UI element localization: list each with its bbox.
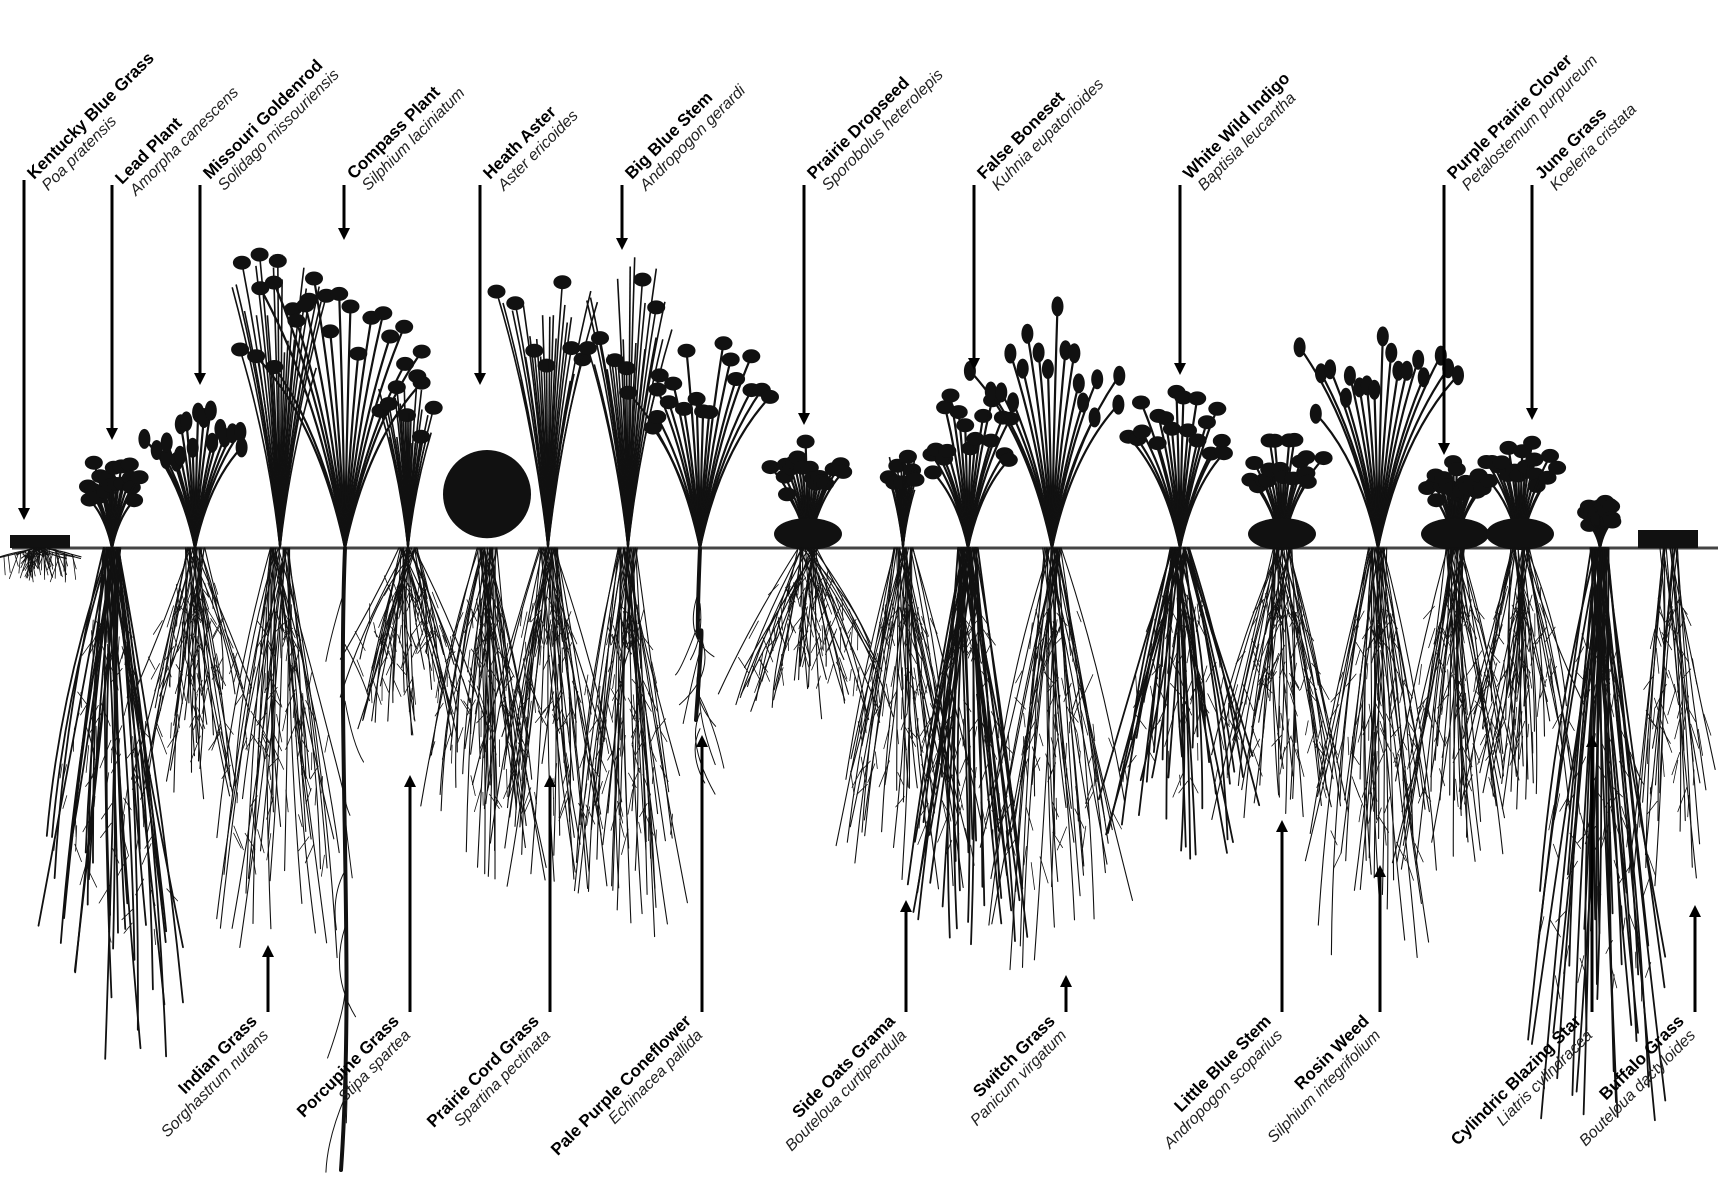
arrow-prairie-dropseed	[798, 185, 810, 425]
label-pale-purple-coneflower: Pale Purple ConeflowerEchinacea pallida	[547, 1011, 708, 1172]
plant-11	[718, 435, 893, 720]
arrow-purple-prairie-clover	[1438, 185, 1450, 455]
plant-roots	[1460, 548, 1585, 811]
label-big-blue-stem: Big Blue StemAndropogon gerardi	[621, 68, 749, 196]
plant-foliage	[1477, 436, 1566, 550]
plant-6	[340, 369, 486, 739]
plant-foliage	[231, 248, 335, 548]
label-heath-aster: Heath AsterAster ericoides	[479, 93, 581, 195]
plant-roots	[1099, 548, 1259, 859]
plant-roots	[676, 548, 724, 794]
plant-foliage	[10, 535, 70, 548]
plant-foliage	[443, 450, 531, 538]
plant-common-name: White Wild Indigo	[1179, 69, 1293, 183]
arrow-little-blue-stem	[1276, 820, 1288, 1012]
arrow-switch-grass	[1060, 975, 1072, 1012]
plant-roots	[0, 548, 81, 582]
plant-foliage	[762, 435, 853, 550]
arrow-missouri-goldenrod	[194, 185, 206, 385]
plant-roots	[980, 548, 1132, 970]
arrow-big-blue-stem	[616, 185, 628, 250]
plant-foliage	[79, 456, 149, 548]
plant-21	[1629, 530, 1715, 888]
arrow-prairie-cord-grass	[544, 775, 556, 1012]
plant-1	[0, 535, 81, 582]
label-porcupine-grass: Porcupine GrassStipa spartea	[293, 1011, 415, 1133]
plant-scientific-name: Solidago missouriensis	[215, 66, 343, 194]
label-missouri-goldenrod: Missouri GoldenrodSolidago missouriensis	[199, 52, 342, 195]
label-cylindric-blazing-star: Cylindric Blazing StarLiatris cylindrace…	[1447, 1011, 1598, 1162]
plant-common-name: Prairie Cord Grass	[423, 1011, 543, 1131]
label-switch-grass: Switch GrassPanicum virgatum	[953, 1011, 1071, 1129]
plant-foliage	[138, 401, 247, 549]
plant-foliage	[1294, 326, 1464, 548]
arrow-side-oats-grama	[900, 900, 912, 1012]
plant-18	[1392, 455, 1519, 869]
plant-17	[1294, 326, 1464, 957]
plant-foliage	[1119, 385, 1233, 548]
plant-foliage	[1577, 495, 1621, 548]
plant-common-name: Cylindric Blazing Star	[1447, 1011, 1585, 1149]
plant-roots	[1629, 548, 1715, 888]
arrow-buffalo-grass	[1689, 905, 1701, 1012]
plant-foliage	[1638, 530, 1698, 548]
arrow-rosin-weed	[1374, 865, 1386, 1012]
label-side-oats-grama: Side Oats GramaBouteloua curtipendula	[768, 1011, 912, 1155]
label-compass-plant: Compass PlantSilphium laciniatum	[343, 71, 468, 196]
plant-foliage	[1241, 433, 1332, 550]
plant-20	[1528, 495, 1665, 1120]
plant-roots	[575, 548, 688, 937]
arrow-kentucky-blue-grass	[18, 180, 30, 520]
arrow-false-boneset	[968, 185, 980, 370]
plant-scientific-name: Bouteloua curtipendula	[782, 1027, 910, 1155]
plant-foliage	[880, 450, 925, 548]
plant-roots	[1212, 548, 1349, 820]
arrow-june-grass	[1526, 185, 1538, 420]
plant-roots	[217, 548, 345, 958]
plant-9	[575, 257, 688, 936]
plant-roots	[421, 548, 546, 880]
arrow-compass-plant	[338, 185, 350, 240]
label-prairie-dropseed: Prairie DropseedSporobolus heterolepis	[803, 52, 946, 195]
plant-roots	[1305, 548, 1436, 958]
plant-scientific-name: Silphium integrifolium	[1265, 1027, 1385, 1147]
arrow-white-wild-indigo	[1174, 185, 1186, 375]
plant-roots	[132, 548, 252, 799]
plant-foliage	[372, 369, 443, 548]
plant-15	[1099, 385, 1259, 859]
plant-foliage	[579, 257, 672, 548]
label-prairie-cord-grass: Prairie Cord GrassSpartina pectinata	[423, 1011, 555, 1143]
arrow-porcupine-grass	[404, 775, 416, 1012]
label-indian-grass: Indian GrassSorghastrum nutans	[144, 1011, 273, 1140]
plant-common-name: Pale Purple Coneflower	[547, 1011, 695, 1159]
arrow-lead-plant	[106, 185, 118, 440]
arrow-heath-aster	[474, 185, 486, 385]
arrow-indian-grass	[262, 945, 274, 1012]
plant-roots	[39, 548, 184, 1059]
plant-scientific-name: Sporobolus heterolepis	[819, 66, 947, 194]
plant-foliage	[1418, 455, 1491, 550]
label-false-boneset: False BonesetKuhnia eupatorioides	[973, 62, 1107, 196]
label-white-wild-indigo: White Wild IndigoBaptisia leucantha	[1179, 69, 1306, 196]
plant-scientific-name: Bouteloua dactyloides	[1576, 1027, 1699, 1150]
